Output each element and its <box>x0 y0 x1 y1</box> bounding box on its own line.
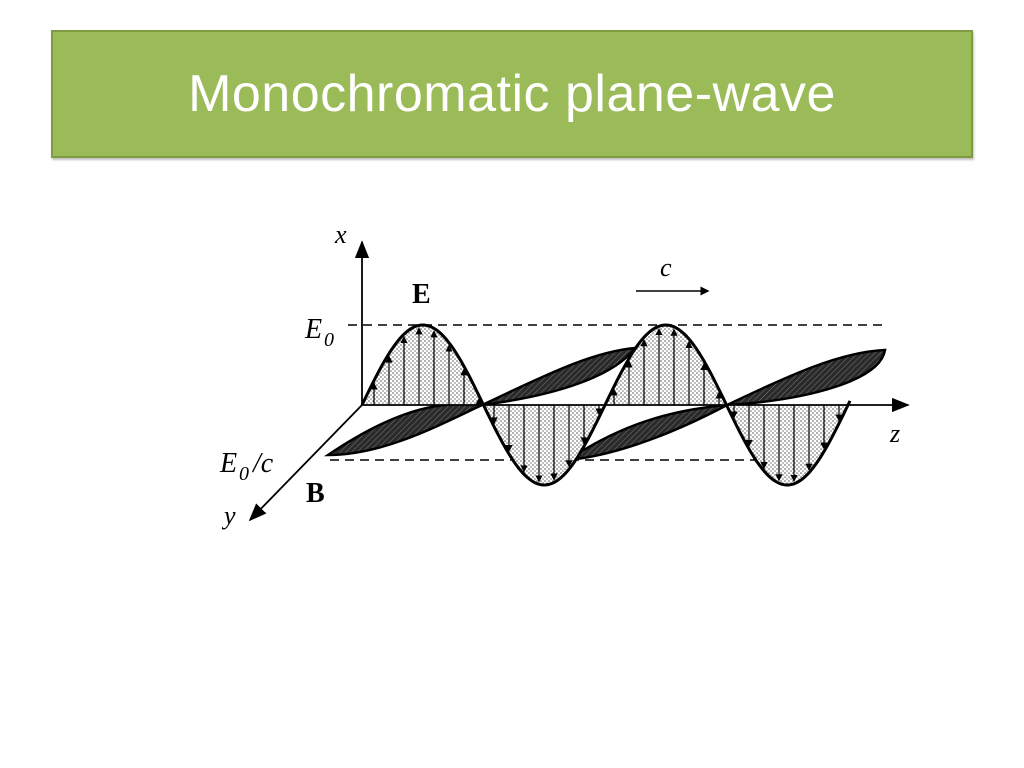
b-field-label: B <box>306 478 325 509</box>
e-amplitude-sub: 0 <box>324 329 334 351</box>
b-amplitude-tail: /c <box>251 448 274 479</box>
b-amplitude-main: E <box>219 448 237 479</box>
speed-label: c <box>660 253 672 282</box>
e-field-label: E <box>412 279 431 310</box>
axis-x-label: x <box>334 220 347 249</box>
b-field-lobe-4 <box>726 348 887 407</box>
e-amplitude-main: E <box>304 314 322 345</box>
axis-y-label: y <box>221 501 236 530</box>
b-field-lobe-1 <box>323 402 487 457</box>
b-amplitude-label: E 0 /c <box>219 448 274 485</box>
b-amplitude-sub: 0 <box>239 463 249 485</box>
slide-title: Monochromatic plane-wave <box>188 65 836 123</box>
title-bar: Monochromatic plane-wave <box>51 30 973 158</box>
y-axis <box>248 404 363 522</box>
e-amplitude-label: E 0 <box>304 314 334 351</box>
e-field-curve <box>360 323 852 487</box>
axis-z-label: z <box>889 419 900 448</box>
